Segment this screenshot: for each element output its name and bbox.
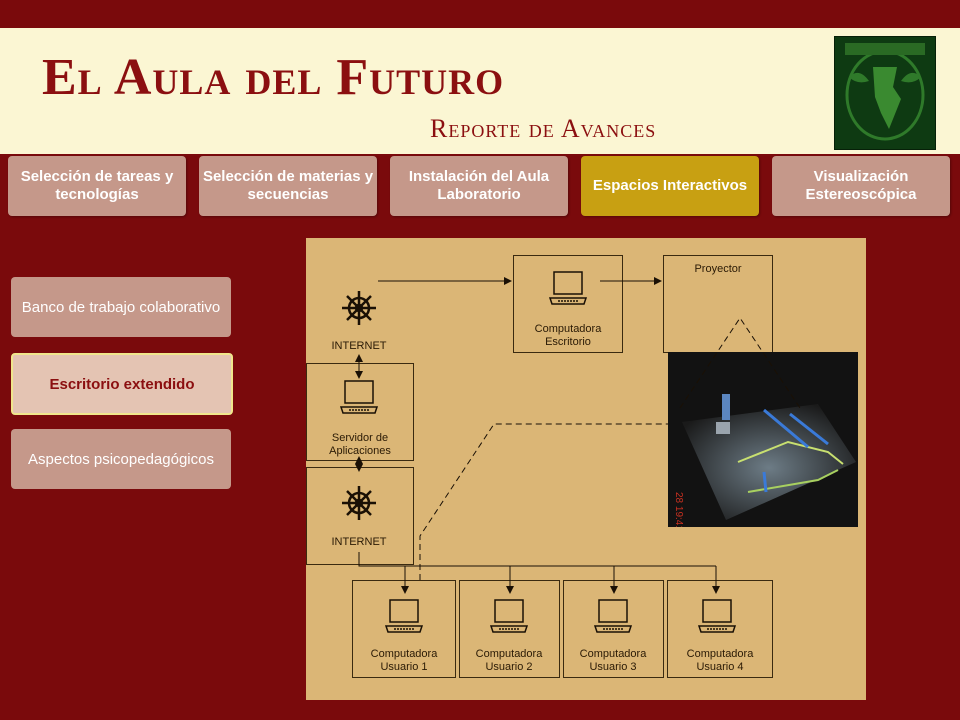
projector-label: Proyector xyxy=(694,263,742,275)
unam-seal-logo xyxy=(834,36,936,150)
photo-timestamp: 28 19:41 xyxy=(673,492,684,527)
internet-top-icon xyxy=(342,291,376,325)
desktop-box xyxy=(513,255,623,353)
tab-label: Instalación del Aula Laboratorio xyxy=(408,168,550,203)
tab-visualizacion[interactable]: Visualización Estereoscópica xyxy=(772,156,950,216)
user4-computer-icon xyxy=(697,599,737,633)
interactive-table-photo: 28 19:41 xyxy=(668,352,858,527)
server-label: Servidor de Aplicaciones xyxy=(329,432,391,457)
sidebar-item-label: Banco de trabajo colaborativo xyxy=(21,298,221,316)
user1-label: Computadora Usuario 1 xyxy=(370,648,438,673)
internet-top-label: INTERNET xyxy=(331,340,387,352)
tab-label: Espacios Interactivos xyxy=(592,177,748,194)
desktop-computer-icon xyxy=(548,271,588,305)
tab-seleccion-materias[interactable]: Selección de materias y secuencias xyxy=(199,156,377,216)
internet-bottom-icon xyxy=(342,486,376,520)
sidebar-item-label: Aspectos psicopedagógicos xyxy=(28,450,214,468)
server-computer-icon xyxy=(339,380,379,414)
sidebar-item-aspectos[interactable]: Aspectos psicopedagógicos xyxy=(11,429,231,489)
sidebar-item-escritorio[interactable]: Escritorio extendido xyxy=(11,353,233,415)
tab-espacios-interactivos[interactable]: Espacios Interactivos xyxy=(581,156,759,216)
user3-computer-icon xyxy=(593,599,633,633)
tab-label: Selección de tareas y tecnologías xyxy=(20,168,174,203)
internet-bottom-label: INTERNET xyxy=(331,536,387,548)
user1-box xyxy=(352,580,456,678)
tab-seleccion-tareas[interactable]: Selección de tareas y tecnologías xyxy=(8,156,186,216)
tab-label: Selección de materias y secuencias xyxy=(202,168,374,203)
tab-label: Visualización Estereoscópica xyxy=(805,168,917,203)
header-banner: El Aula del Futuro Reporte de Avances xyxy=(0,28,960,154)
page-subtitle: Reporte de Avances xyxy=(430,114,657,143)
sidebar-item-banco[interactable]: Banco de trabajo colaborativo xyxy=(11,277,231,337)
user2-computer-icon xyxy=(489,599,529,633)
page-title: El Aula del Futuro xyxy=(42,49,505,106)
sidebar-item-label: Escritorio extendido xyxy=(49,375,195,393)
user3-label: Computadora Usuario 3 xyxy=(579,648,647,673)
user2-label: Computadora Usuario 2 xyxy=(475,648,543,673)
user1-computer-icon xyxy=(384,599,424,633)
user4-box xyxy=(667,580,773,678)
tab-instalacion-aula[interactable]: Instalación del Aula Laboratorio xyxy=(390,156,568,216)
user4-label: Computadora Usuario 4 xyxy=(686,648,754,673)
desktop-label: Computadora Escritorio xyxy=(534,323,602,348)
